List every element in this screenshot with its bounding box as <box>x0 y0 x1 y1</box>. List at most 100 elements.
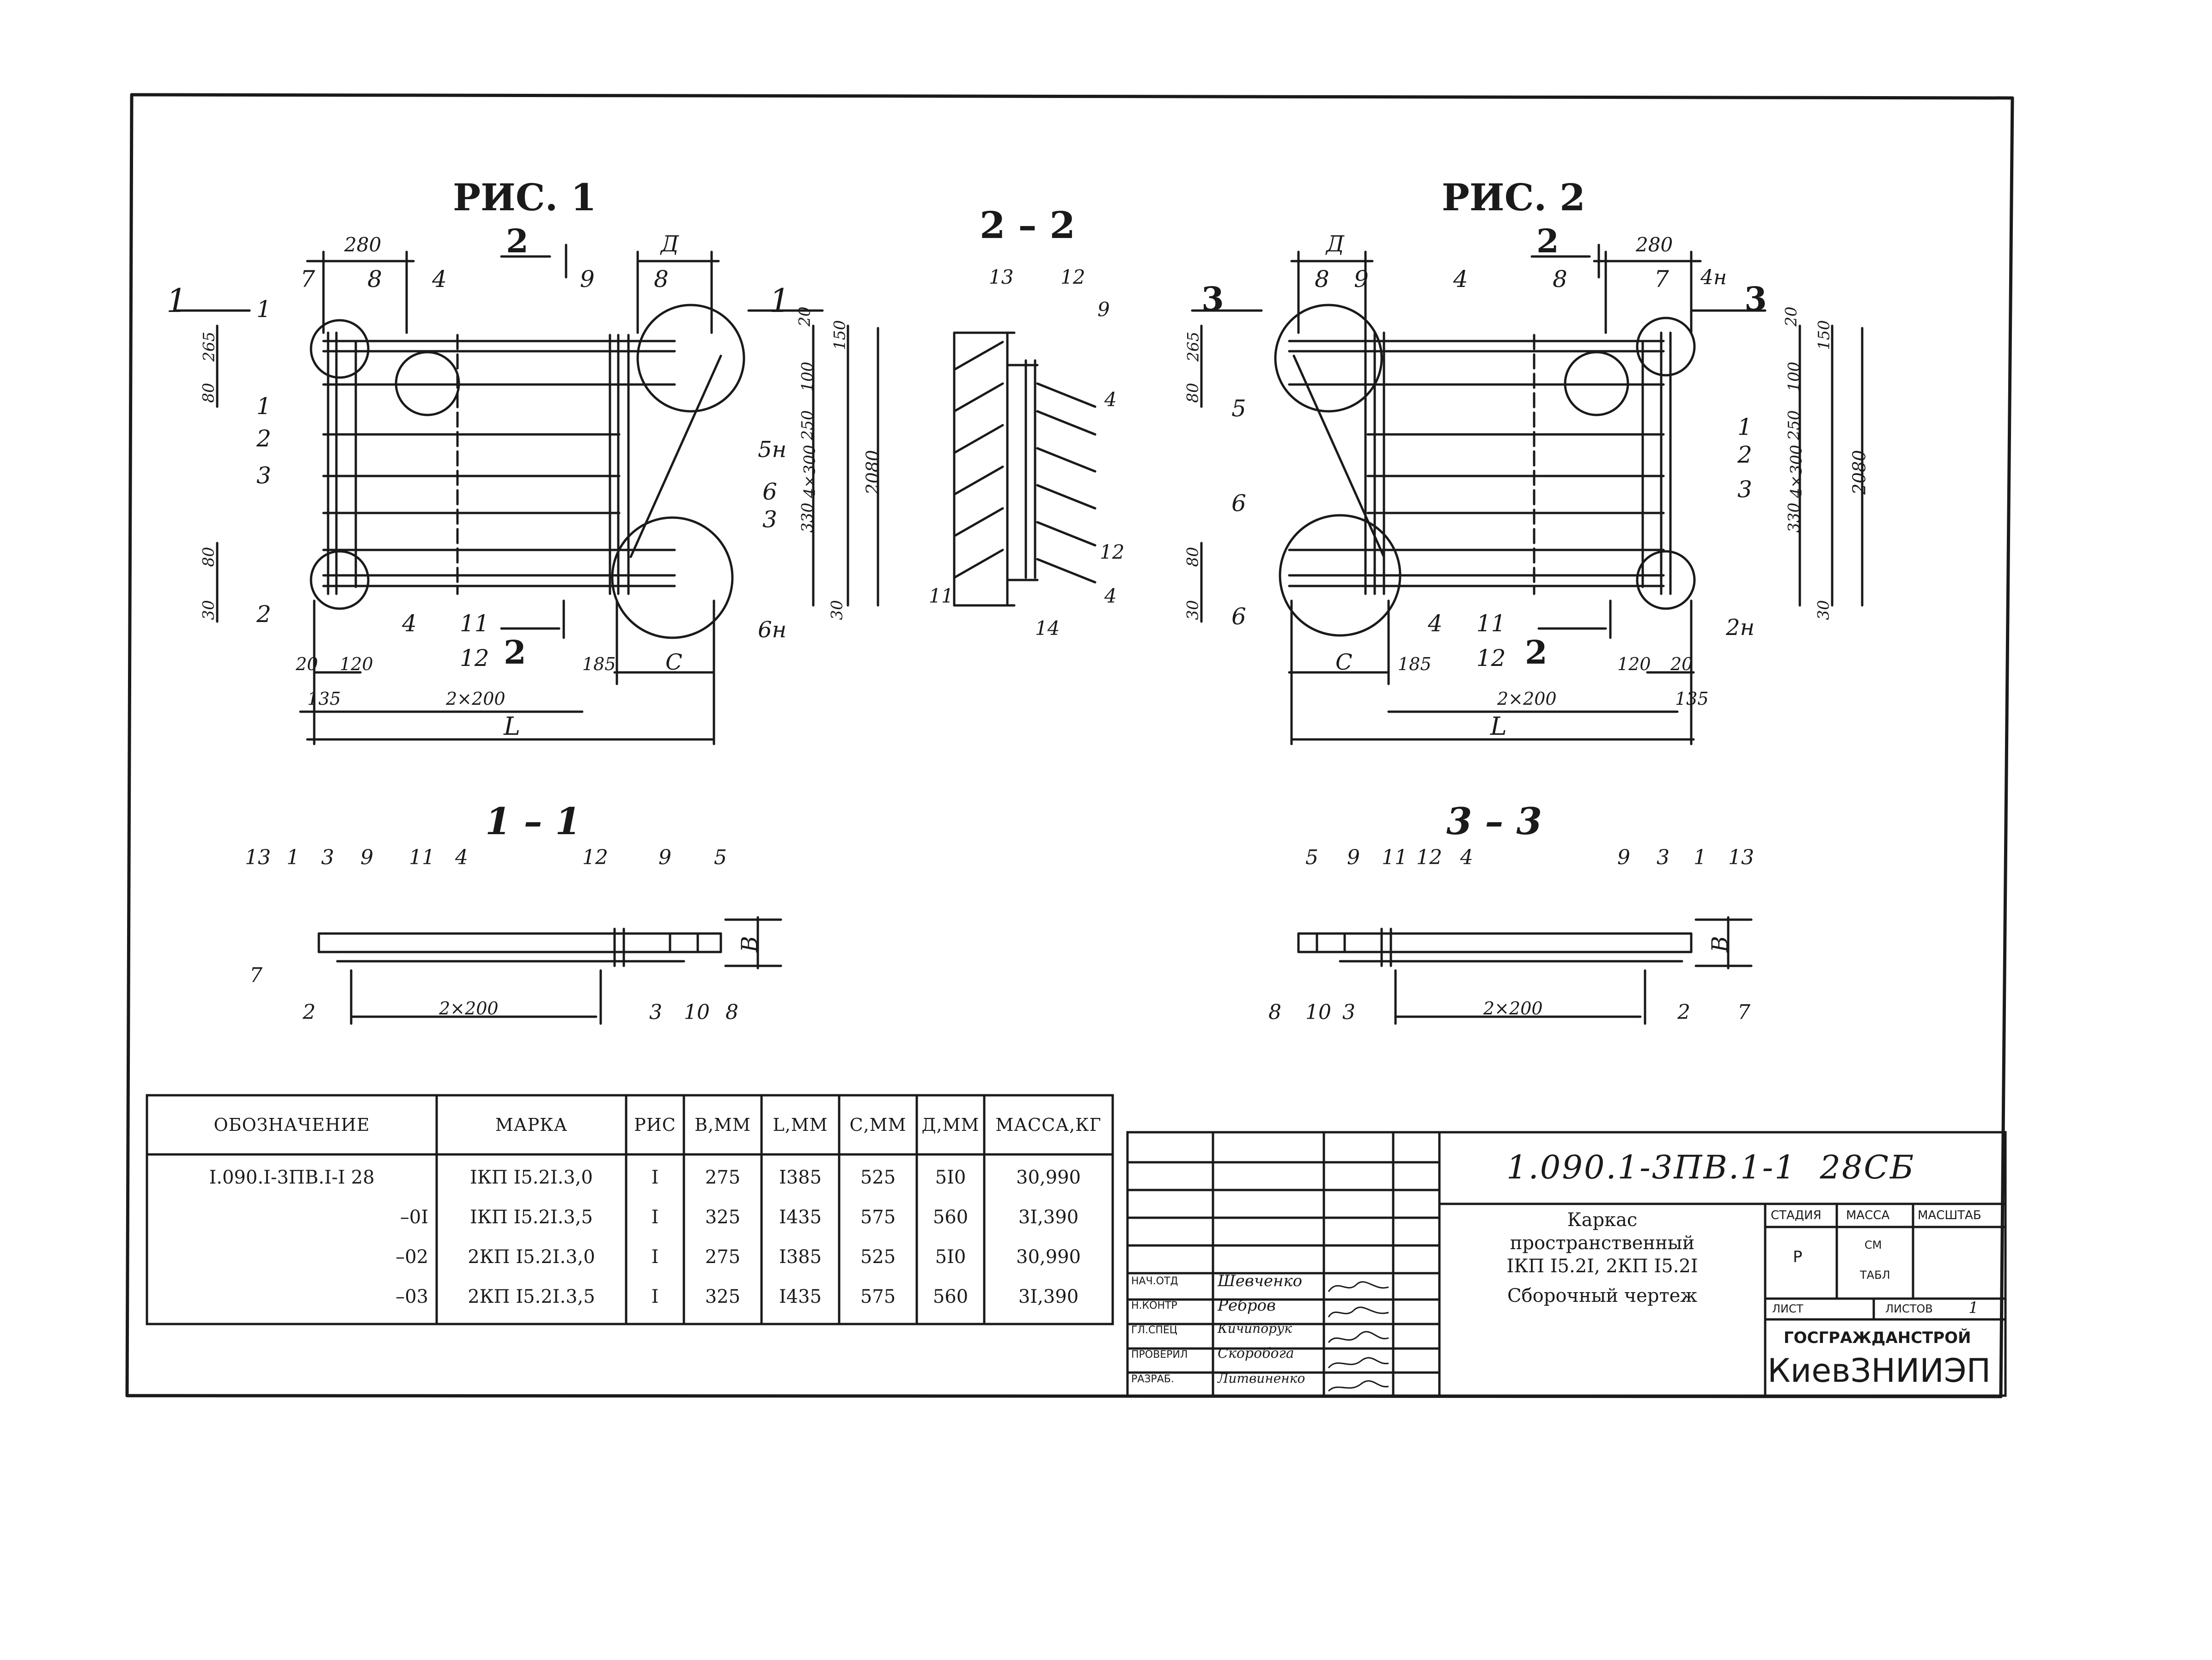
fig2-title: РИС. 2 <box>1442 176 1585 219</box>
fig2-pos-6b: 6 <box>1231 603 1246 630</box>
table-row-3-mass: 3I,390 <box>1018 1286 1079 1307</box>
spec-header-d: Д,ММ <box>921 1115 980 1135</box>
fig1-pos-1b: 1 <box>256 393 271 420</box>
table-row-2-mass: 30,990 <box>1016 1246 1081 1268</box>
sig-name-3: Скоробога <box>1218 1345 1294 1361</box>
fig1-pos-3r: 3 <box>762 506 777 533</box>
fig1-dim-265: 265 <box>200 331 219 362</box>
fig1-pos-6: 6 <box>762 478 777 505</box>
fig2-dim-20b: 20 <box>1670 654 1693 674</box>
sec11-pos-4: 4 <box>455 846 468 869</box>
table-row-2-designation: –02 <box>396 1246 428 1268</box>
fig2-pos-4a: 4 <box>1453 266 1468 293</box>
sec33-pos-12: 12 <box>1416 846 1442 869</box>
fig1-pos-8b: 8 <box>654 266 669 293</box>
sig-role-0: НАЧ.ОТД <box>1131 1276 1178 1287</box>
drawing-name-line-3: IКП I5.2I, 2КП I5.2I <box>1506 1256 1698 1277</box>
table-row-3-b: 325 <box>705 1286 741 1307</box>
fig1-pos-7: 7 <box>300 266 315 293</box>
sec33-drawing <box>1297 916 1753 1025</box>
table-row-2-l: I385 <box>779 1246 822 1268</box>
signature-marks <box>1328 1281 1389 1392</box>
fig2-pos-7: 7 <box>1654 266 1669 293</box>
table-row-0-designation: I.090.I-3ПВ.I-I 28 <box>209 1167 375 1188</box>
spec-header-mark: МАРКА <box>495 1115 568 1135</box>
fig2-pos-8a: 8 <box>1315 266 1329 293</box>
fig1-dim-top-d: Д <box>661 231 679 257</box>
fig1-dim-2080: 2080 <box>862 450 883 495</box>
fig2-pos-5: 5 <box>1231 395 1246 422</box>
table-row-0-mark: IКП I5.2I.3,0 <box>470 1167 593 1188</box>
sec11-dim-b: B <box>737 936 763 952</box>
fig2-drawing <box>1191 244 1864 745</box>
sheets-label: ЛИСТОВ <box>1885 1302 1933 1315</box>
table-row-1-l: I435 <box>779 1207 822 1228</box>
sec22-pos-9: 9 <box>1097 298 1110 321</box>
fig1-dim-4x300: 4×300 <box>800 445 819 498</box>
table-row-3-l: I435 <box>779 1286 822 1307</box>
fig1-pos-11: 11 <box>460 610 489 637</box>
mass-value-2: ТАБЛ <box>1860 1269 1890 1282</box>
sec11-pos-3: 3 <box>321 846 334 869</box>
sheet-label: ЛИСТ <box>1772 1302 1804 1315</box>
table-row-3-d: 560 <box>932 1286 969 1307</box>
fig2-cut-3-left: 3 <box>1201 280 1224 318</box>
table-row-2-b: 275 <box>705 1246 741 1268</box>
fig1-pos-5n: 5н <box>758 437 787 463</box>
table-row-2-mark: 2КП I5.2I.3,0 <box>468 1246 595 1268</box>
fig1-dim-20: 20 <box>795 306 814 327</box>
fig1-pos-3: 3 <box>256 462 271 489</box>
sec33-pos-1: 1 <box>1694 846 1706 869</box>
sec33-pos-10: 10 <box>1305 1001 1331 1024</box>
sec22-drawing <box>953 331 1097 607</box>
fig1-dim-top-280: 280 <box>344 233 382 256</box>
fig2-pos-6a: 6 <box>1231 490 1246 517</box>
spec-header-b: В,ММ <box>695 1115 751 1135</box>
col-mass-label: МАССА <box>1846 1208 1890 1222</box>
fig2-dim-l: L <box>1490 712 1507 741</box>
sec11-pos-7: 7 <box>250 964 262 987</box>
sec11-pos-13: 13 <box>245 846 271 869</box>
fig2-dim-30r: 30 <box>1814 600 1833 620</box>
sec33-pos-5: 5 <box>1305 846 1318 869</box>
sec22-pos-14: 14 <box>1035 617 1060 640</box>
fig1-cut-1-right: 1 <box>769 282 790 320</box>
table-row-3-fig: I <box>651 1286 659 1307</box>
sheets-value: 1 <box>1968 1299 1979 1317</box>
table-row-0-b: 275 <box>705 1167 741 1188</box>
sheet-frame <box>125 93 2014 1398</box>
sec22-pos-11: 11 <box>929 585 954 607</box>
sec11-pos-1: 1 <box>286 846 299 869</box>
fig2-dim-135: 135 <box>1675 689 1709 709</box>
sec11-pos-3b: 3 <box>649 1001 662 1024</box>
fig1-title: РИС. 1 <box>453 176 597 219</box>
sig-role-2: ГЛ.СПЕЦ <box>1131 1324 1177 1336</box>
fig1-dim-185: 185 <box>582 654 616 674</box>
fig1-dim-80a: 80 <box>199 383 218 403</box>
fig2-dim-30: 30 <box>1183 600 1202 620</box>
sec33-pos-9a: 9 <box>1347 846 1360 869</box>
fig2-pos-12: 12 <box>1476 645 1506 671</box>
table-row-2-d: 5I0 <box>935 1246 966 1268</box>
stage-value: Р <box>1793 1248 1803 1266</box>
table-row-2-c: 525 <box>860 1246 896 1268</box>
table-row-1-fig: I <box>651 1207 659 1228</box>
fig2-dim-2x200: 2×200 <box>1497 689 1557 709</box>
fig2-pos-4b: 4 <box>1428 610 1443 637</box>
col-stage-label: СТАДИЯ <box>1771 1208 1822 1222</box>
drawing-name-line-1: Каркас <box>1567 1209 1638 1231</box>
fig1-pos-2b: 2 <box>256 601 271 628</box>
sec33-dim-b: B <box>1707 936 1733 952</box>
spec-header-c: С,ММ <box>849 1115 907 1135</box>
table-row-0-mass: 30,990 <box>1016 1167 1081 1188</box>
fig1-dim-100: 100 <box>798 361 817 392</box>
table-row-1-c: 575 <box>860 1207 896 1228</box>
drawing-name-line-2: пространственный <box>1510 1233 1695 1254</box>
fig1-dim-120: 120 <box>340 654 373 674</box>
sig-name-0: Шевченко <box>1218 1272 1303 1290</box>
fig1-pos-4a: 4 <box>432 266 447 293</box>
sec33-pos-4: 4 <box>1460 846 1473 869</box>
sec11-dim-2x200: 2×200 <box>439 998 499 1019</box>
fig2-pos-3: 3 <box>1737 476 1752 503</box>
